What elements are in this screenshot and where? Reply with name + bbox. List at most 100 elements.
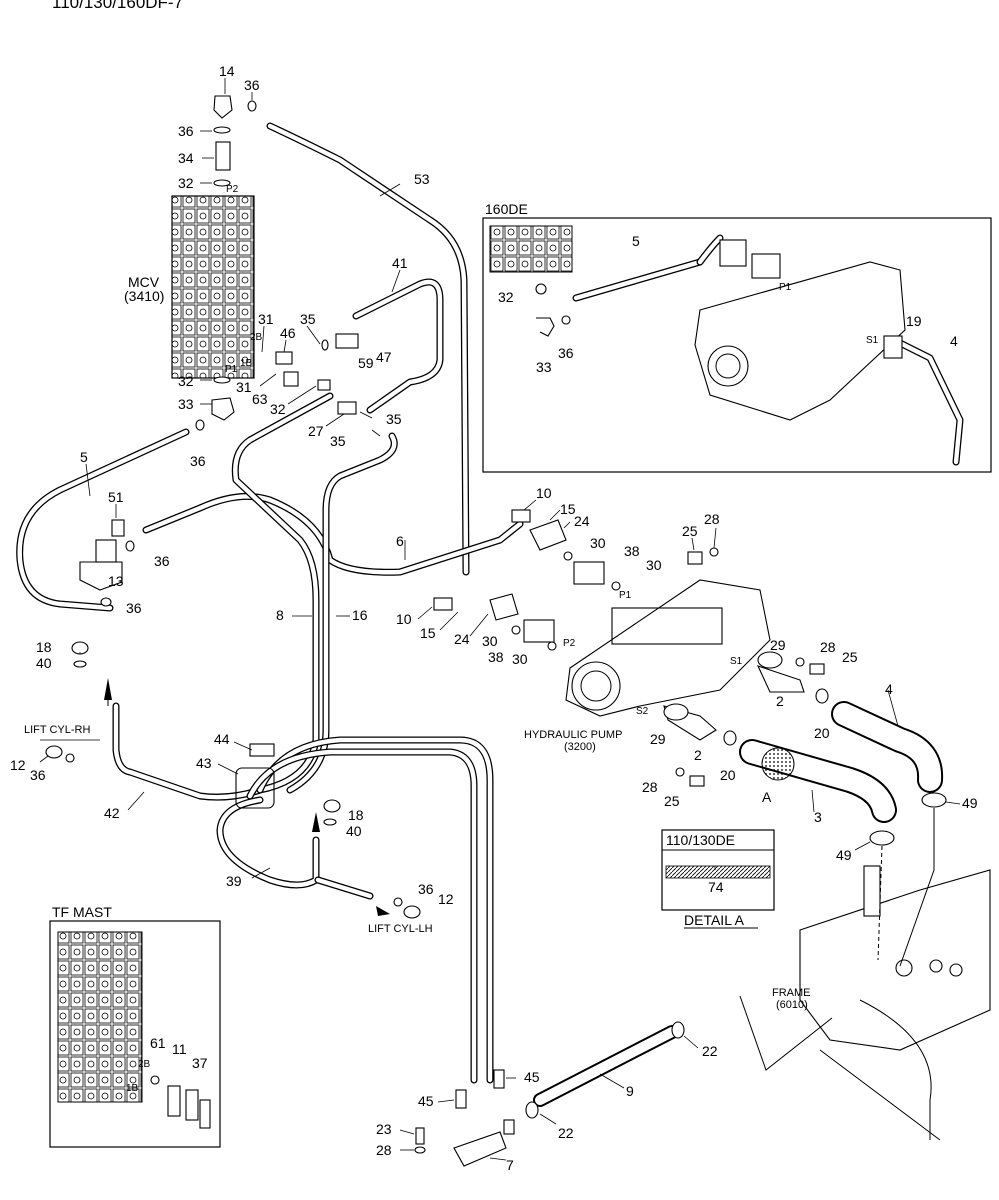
pump-code: (3200) [564,741,596,753]
callout-28: 28 [376,1142,392,1158]
callout-9: 9 [626,1083,634,1099]
inset-160de-frame [482,217,992,473]
callout-46: 46 [280,325,296,341]
flange-24-lower [489,593,519,621]
callout-32: 32 [178,175,194,191]
callout-numbers: 14 36 36 34 32 53 41 31 46 35 59 47 32 3… [10,63,978,1173]
inset-oring-36 [561,315,571,325]
callout-22: 22 [558,1125,574,1141]
inset-port-p1: P1 [779,282,792,293]
mcv-code: (3410) [124,288,164,304]
detail-a-letter: A [762,789,772,805]
block-7 [453,1131,507,1167]
callout-44: 44 [214,731,230,747]
callout-2: 2 [694,747,702,763]
callout-12: 12 [438,891,454,907]
oring-36-top [247,100,257,112]
callout-25: 25 [682,523,698,539]
gasket-29-lower [663,703,689,721]
inset-tf-fitting-11a [167,1085,181,1117]
hose-long-b [246,748,478,1084]
washer-28 [414,1146,426,1154]
inset-110-130de-frame [661,829,775,911]
detail-a-marker [761,747,795,781]
callout-36: 36 [30,767,46,783]
callout-35: 35 [300,311,316,327]
callout-16: 16 [352,607,368,623]
inset-elbow-33 [536,317,555,337]
plug-12-left [45,745,63,759]
callout-8: 8 [276,607,284,623]
inset-tf-mast: TF MAST 2B 1B [49,904,221,1148]
callout-35: 35 [386,411,402,427]
callout-36: 36 [178,123,194,139]
callout-19-inset: 19 [906,313,922,329]
callout-25: 25 [664,793,680,809]
model-title: 110/130/160DF-7 [52,0,183,12]
inset-160de: 160DE P1 S1 [482,201,992,473]
pump-port-s2: S2 [636,706,649,717]
bolt-44 [249,743,275,757]
callout-4-inset: 4 [950,333,958,349]
inset-flange [719,239,747,267]
oring-32-lower [213,376,231,384]
callout-42: 42 [104,805,120,821]
callout-61: 61 [150,1035,166,1051]
oring-30-d [547,641,557,651]
pump-port-s1: S1 [730,656,743,667]
leader-lines [39,78,961,1161]
inset-tf-frame [49,920,221,1148]
pump-suction-port [571,661,621,711]
callout-29: 29 [650,731,666,747]
inset-mcv-icon [489,225,573,273]
pump-port-p1: P1 [619,590,632,601]
bolt-10-lower [433,597,453,611]
callout-38: 38 [488,649,504,665]
inset-110-130de-title: 110/130DE [666,832,735,848]
oring-36-rh [65,753,75,763]
oring-36-switch [125,540,135,552]
frame-code: (6010) [776,999,808,1011]
callout-43: 43 [196,755,212,771]
callout-51: 51 [108,489,124,505]
oring-40-mid [323,818,337,826]
inset-tf-port-1b: 1B [126,1083,139,1094]
callout-28: 28 [820,639,836,655]
mcv-body [171,195,255,379]
callout-49: 49 [962,795,978,811]
mcv-port-p1: P1 [225,364,238,375]
hose-42 [112,702,264,801]
oring-36-switch-low [100,597,112,607]
detail-a-label: DETAIL A [684,912,745,928]
arrow-lift-rh [104,678,112,700]
gasket-29-upper [757,651,783,669]
bolt-25-b [809,663,825,675]
callout-33-inset: 33 [536,359,552,375]
oring-40-left [73,660,87,668]
adapter-63 [283,371,299,387]
clamp-43 [235,767,275,809]
callout-18: 18 [36,639,52,655]
callout-35: 35 [330,433,346,449]
clamp-22-upper [671,1021,685,1039]
callout-32: 32 [178,373,194,389]
fitting-51 [111,519,125,537]
mcv-port-p2: P2 [226,184,239,195]
clamp-20-lower [723,730,737,746]
callout-30: 30 [590,535,606,551]
pump-label: HYDRAULIC PUMP [524,729,622,741]
plug-18-mid [323,799,341,813]
callout-36: 36 [244,77,260,93]
mcv-assembly: MCV (3410) P2 P1 2B 1B [124,184,263,379]
inset-tf-mcv [57,931,143,1103]
oring-36-lh [393,897,403,907]
callout-24: 24 [454,631,470,647]
callout-53: 53 [414,171,430,187]
callout-34: 34 [178,150,194,166]
callout-10: 10 [536,485,552,501]
inset-tf-oring-61 [150,1075,160,1085]
frame-bracket [863,865,881,917]
callout-31: 31 [236,379,252,395]
fitting-59 [335,333,359,349]
